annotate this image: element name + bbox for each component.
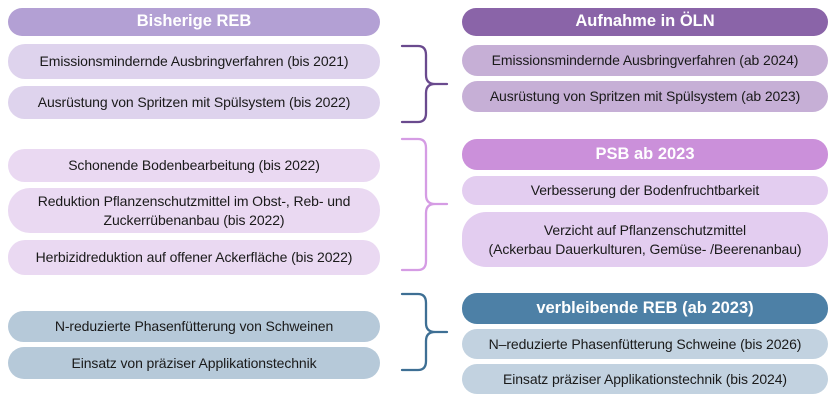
- group-header-psb: PSB ab 2023: [462, 139, 828, 170]
- item-box: Emissionsmindernde Ausbringverfahren (bi…: [8, 44, 380, 79]
- group-header-label: verbleibende REB (ab 2023): [536, 298, 754, 317]
- curly-brace-icon: [399, 292, 449, 372]
- item-line: Zuckerrübenanbau (bis 2022): [103, 211, 285, 228]
- item-box: Emissionsmindernde Ausbringverfahren (ab…: [462, 45, 828, 76]
- group-header-verbleibende-reb: verbleibende REB (ab 2023): [462, 293, 828, 324]
- item-box: Ausrüstung von Spritzen mit Spülsystem (…: [462, 81, 828, 112]
- group-header-label: Aufnahme in ÖLN: [575, 12, 715, 31]
- item-box: N-reduzierte Phasenfütterung von Schwein…: [8, 311, 380, 342]
- item-box: Einsatz von präziser Applikationstechnik: [8, 347, 380, 379]
- item-box: Verzicht auf Pflanzenschutzmittel (Acker…: [462, 212, 828, 267]
- curly-brace-icon: [399, 137, 449, 272]
- item-box: Ausrüstung von Spritzen mit Spülsystem (…: [8, 86, 380, 119]
- item-box: Reduktion Pflanzenschutzmittel im Obst-,…: [8, 188, 380, 233]
- left-column-header-label: Bisherige REB: [136, 12, 252, 31]
- item-box: N–reduzierte Phasenfütterung Schweine (b…: [462, 329, 828, 359]
- item-box: Verbesserung der Bodenfruchtbarkeit: [462, 176, 828, 205]
- left-column-header: Bisherige REB: [8, 8, 380, 36]
- item-box: Schonende Bodenbearbeitung (bis 2022): [8, 149, 380, 182]
- item-line: (Ackerbau Dauerkulturen, Gemüse- /Beeren…: [488, 240, 802, 257]
- item-line: Reduktion Pflanzenschutzmittel im Obst-,…: [37, 193, 351, 210]
- group-header-label: PSB ab 2023: [595, 144, 695, 163]
- item-line: Verzicht auf Pflanzenschutzmittel: [543, 222, 747, 239]
- item-box: Herbizidreduktion auf offener Ackerfläch…: [8, 240, 380, 275]
- item-box: Einsatz präziser Applikationstechnik (bi…: [462, 364, 828, 394]
- group-header-oeln: Aufnahme in ÖLN: [462, 8, 828, 36]
- curly-brace-icon: [399, 44, 449, 124]
